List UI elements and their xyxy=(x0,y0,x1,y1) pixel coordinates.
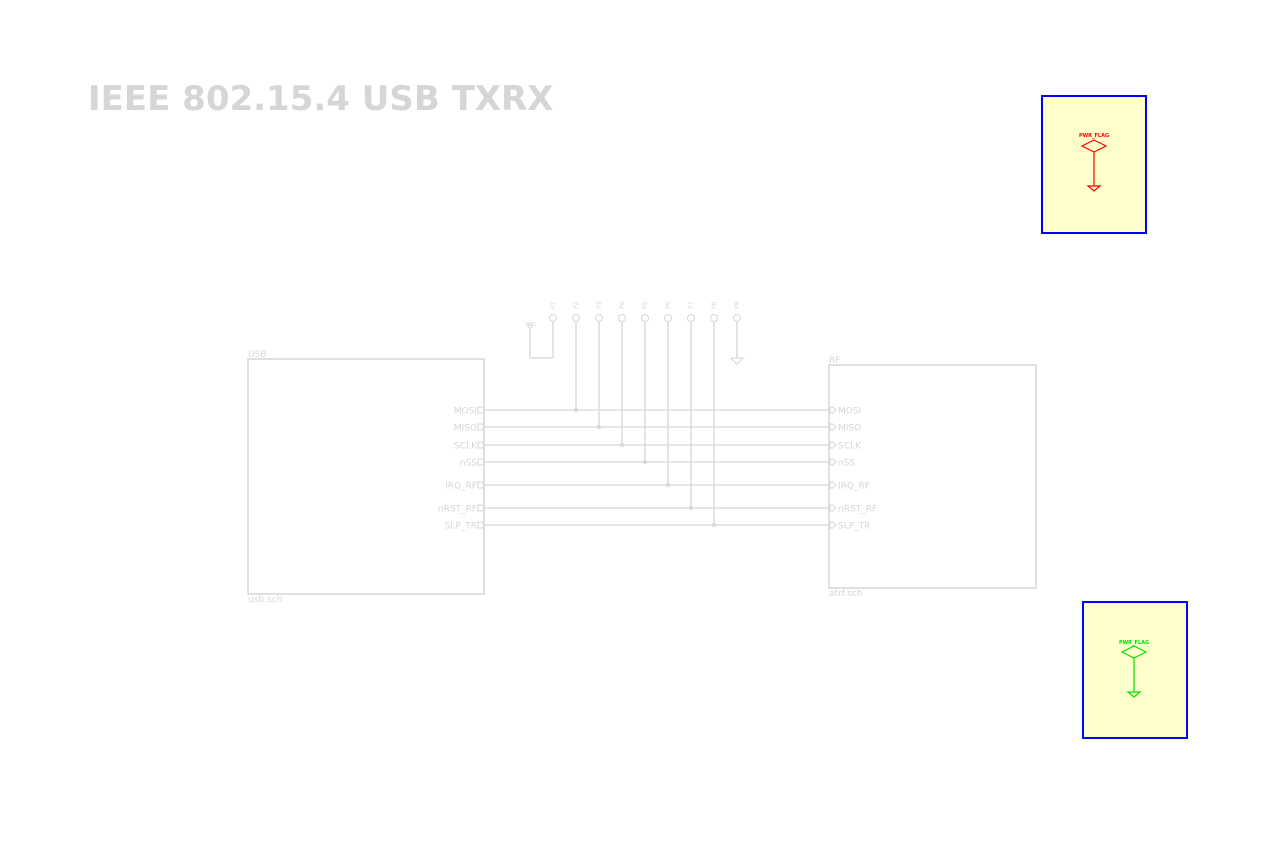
rf-pin-label: MISO xyxy=(838,424,861,434)
test-point-p3[interactable] xyxy=(595,314,603,322)
test-point-p7[interactable] xyxy=(687,314,695,322)
junction xyxy=(666,483,670,487)
test-point-p8[interactable] xyxy=(710,314,718,322)
power-flag-label-1: PWR_FLAG xyxy=(1079,133,1109,139)
usb-pin-label: nRST_RF xyxy=(438,505,477,515)
test-point-label: P5 xyxy=(642,301,649,309)
usb-sheet-name: USB xyxy=(248,350,266,360)
rf-port-mosi xyxy=(829,406,837,414)
test-point-p9[interactable] xyxy=(733,314,741,322)
junction xyxy=(689,506,693,510)
rf-sheet-name: RF xyxy=(829,356,840,366)
test-point-label: P4 xyxy=(619,301,626,309)
test-point-label: P7 xyxy=(688,301,695,309)
power-flag-symbol-1 xyxy=(1080,139,1108,192)
rf-pin-label: MOSI xyxy=(838,407,861,417)
test-point-p1[interactable] xyxy=(549,314,557,322)
rf-pin-label: IRQ_RF xyxy=(838,482,870,492)
power-flag-label-2: PWR_FLAG xyxy=(1119,640,1149,646)
junction xyxy=(597,425,601,429)
junction xyxy=(574,408,578,412)
rf-pin-label: SCLK xyxy=(838,442,862,452)
usb-port-irq_rf xyxy=(477,481,486,489)
test-point-label: P9 xyxy=(734,301,741,309)
usb-port-miso xyxy=(477,423,486,431)
test-point-label: P6 xyxy=(665,301,672,309)
test-point-label: P3 xyxy=(596,301,603,309)
usb-port-nrst_rf xyxy=(477,504,486,512)
rf-pin-label: nSS xyxy=(838,459,855,469)
usb-sheet[interactable] xyxy=(247,358,485,595)
schematic-title: IEEE 802.15.4 USB TXRX xyxy=(88,79,553,119)
wire-p1-vdd xyxy=(529,322,554,359)
test-point-label: P8 xyxy=(711,301,718,309)
test-point-label: P1 xyxy=(550,301,557,309)
vdd-symbol xyxy=(527,323,533,329)
rf-port-slp_tr xyxy=(829,521,837,529)
rf-pin-label: nRST_RF xyxy=(838,505,877,515)
rf-port-nrst_rf xyxy=(829,504,837,512)
usb-port-nss xyxy=(477,458,486,466)
rf-port-nss xyxy=(829,458,837,466)
rf-sheet[interactable] xyxy=(828,364,1037,589)
usb-sheet-file: usb.sch xyxy=(248,595,282,605)
power-flag-highlight-2[interactable] xyxy=(1082,601,1188,739)
junction xyxy=(712,523,716,527)
rf-port-irq_rf xyxy=(829,481,837,489)
vdd-label: VDD xyxy=(525,322,536,328)
power-flag-symbol-2 xyxy=(1120,645,1148,698)
usb-port-slp_tr xyxy=(477,521,486,529)
test-point-p4[interactable] xyxy=(618,314,626,322)
test-point-label: P2 xyxy=(573,301,580,309)
test-point-p6[interactable] xyxy=(664,314,672,322)
wires: MOSI MOSI MISO MISO SCLK SCLK nSS nSS IRQ_RF IRQ_… xyxy=(438,301,877,531)
rf-sheet-file: atrf.sch xyxy=(829,589,862,599)
usb-port-sclk xyxy=(477,441,486,449)
usb-pin-label: SLP_TR xyxy=(445,522,477,532)
usb-pin-label: MISO xyxy=(454,424,477,434)
usb-port-mosi xyxy=(477,406,486,414)
usb-pin-label: IRQ_RF xyxy=(445,482,477,492)
rf-port-sclk xyxy=(829,441,837,449)
junction xyxy=(643,460,647,464)
rf-pin-label: SLP_TR xyxy=(838,522,870,532)
rf-port-miso xyxy=(829,423,837,431)
test-point-p5[interactable] xyxy=(641,314,649,322)
junction xyxy=(620,443,624,447)
test-point-p2[interactable] xyxy=(572,314,580,322)
usb-pin-label: MOSI xyxy=(454,407,477,417)
usb-pin-label: SCLK xyxy=(454,442,478,452)
usb-pin-label: nSS xyxy=(460,459,477,469)
ground-icon xyxy=(729,357,745,365)
